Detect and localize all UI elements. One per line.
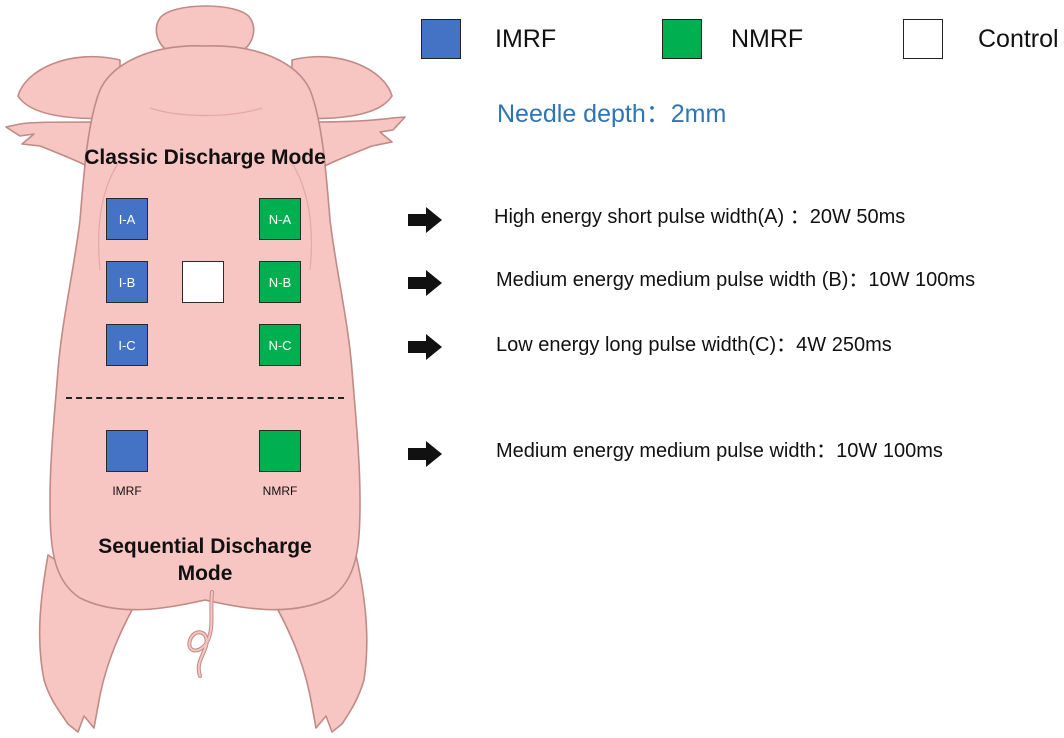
- pig-illustration: [5, 5, 406, 733]
- site-seq-imrf-label: IMRF: [112, 484, 142, 498]
- site-label-n-c: N-C: [268, 337, 292, 353]
- legend-swatch-control: [903, 19, 943, 59]
- site-seq-imrf: [106, 430, 148, 472]
- sequential-mode-title: Sequential Discharge Mode: [50, 533, 360, 588]
- pig-body: [49, 45, 361, 611]
- site-seq-nmrf-label: NMRF: [262, 484, 298, 498]
- site-i-b: I-B: [106, 261, 148, 303]
- sequential-mode-title-line1: Sequential Discharge: [98, 535, 312, 558]
- param-low-energy: Low energy long pulse width(C)：4W 250ms: [496, 334, 892, 356]
- legend-swatch-nmrf: [662, 19, 702, 59]
- site-label-n-a: N-A: [268, 211, 292, 227]
- site-control: [182, 261, 224, 303]
- arrow-right-icon: [408, 207, 442, 233]
- pig-left-ear: [17, 55, 121, 120]
- param-medium-energy: Medium energy medium pulse width (B)：10W…: [496, 269, 976, 291]
- arrow-right-icon: [408, 270, 442, 296]
- pig-right-ear: [291, 55, 393, 120]
- param-high-energy: High energy short pulse width(A) ：20W 50…: [494, 206, 906, 228]
- param-sequential: Medium energy medium pulse width：10W 100…: [496, 440, 943, 462]
- arrow-right-icon: [408, 334, 442, 360]
- site-label-i-a: I-A: [118, 211, 136, 227]
- legend-label-nmrf: NMRF: [731, 25, 804, 53]
- classic-mode-title: Classic Discharge Mode: [84, 146, 326, 169]
- pig-head: [155, 5, 255, 53]
- site-seq-nmrf: [259, 430, 301, 472]
- needle-depth: Needle depth：2mm: [497, 100, 727, 128]
- sequential-mode-title-line2: Mode: [177, 562, 233, 586]
- legend-label-imrf: IMRF: [495, 25, 557, 53]
- legend-swatch-imrf: [421, 19, 461, 59]
- site-n-c: N-C: [259, 324, 301, 366]
- site-n-b: N-B: [259, 261, 301, 303]
- site-label-n-b: N-B: [268, 274, 292, 290]
- site-label-i-c: I-C: [118, 337, 136, 353]
- arrow-right-icon: [408, 441, 442, 467]
- site-i-a: I-A: [106, 198, 148, 240]
- site-i-c: I-C: [106, 324, 148, 366]
- site-label-i-b: I-B: [118, 274, 136, 290]
- site-n-a: N-A: [259, 198, 301, 240]
- mode-divider: [66, 397, 344, 399]
- legend-label-control: Control: [978, 25, 1059, 53]
